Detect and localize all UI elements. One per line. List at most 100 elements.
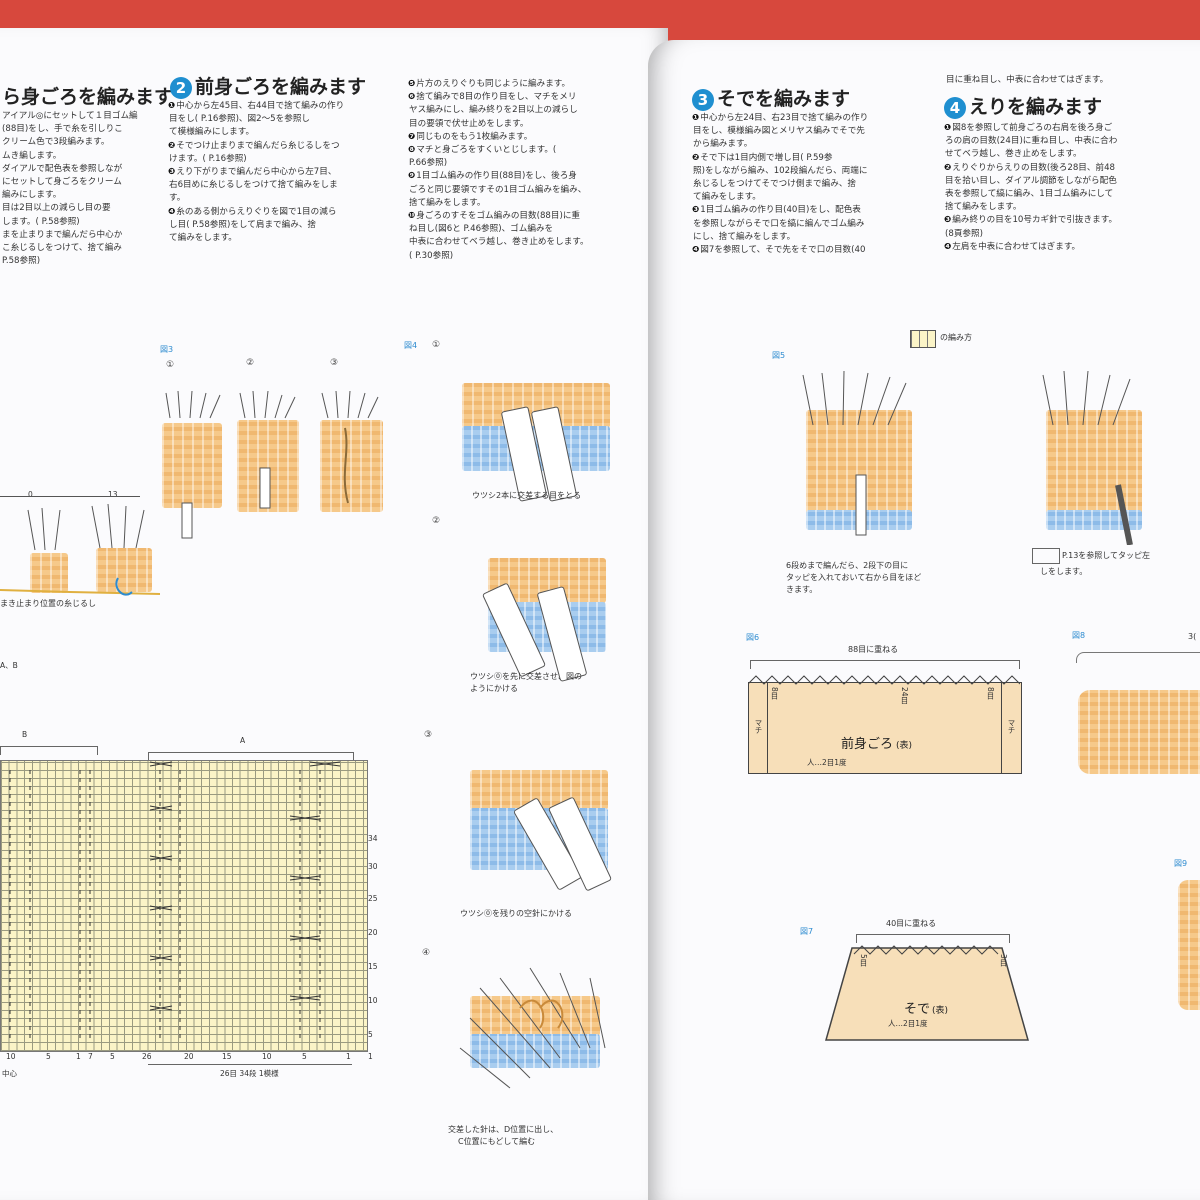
chart-col-num: 5 <box>46 1052 51 1061</box>
chart-col-num: 7 <box>88 1052 93 1061</box>
chart-symbols <box>9 761 341 1040</box>
fig-left-num-0: 0 <box>28 490 33 499</box>
step-line: こ糸じるしをつけて、捨て編み <box>2 243 122 254</box>
sleeve-diagram <box>825 945 1029 1041</box>
fig8-bracket <box>1076 652 1200 663</box>
fig8-label: 図8 <box>1072 631 1086 640</box>
step-line: ❼同じものをもう1枚編みます。 <box>408 131 533 142</box>
knit-swatch <box>1078 690 1200 774</box>
knit-swatch <box>470 996 600 1036</box>
step-line: ❸えり下がりまで編んだら中心から左7目、 <box>168 167 337 178</box>
fig3-sub-2: ② <box>246 358 255 368</box>
fig3-sub-3: ③ <box>330 358 339 368</box>
chart-col-num: 26 <box>142 1052 152 1061</box>
chart-col-num: 10 <box>262 1052 272 1061</box>
step-line: ろの肩の目数(24目)に重ね目し、中表に合わ <box>945 136 1118 147</box>
fig7-mark: 5目 <box>859 954 868 967</box>
section-heading-text: そでを編みます <box>717 88 851 110</box>
step-line: ❹左肩を中表に合わせてはぎます。 <box>944 241 1081 252</box>
step-line: にし、捨て編みをします。 <box>693 231 796 242</box>
step-line: 捨て編みをします。 <box>945 202 1022 213</box>
fig6-stitch-row <box>748 675 1020 685</box>
fig6-bottom: 人…2目1度 <box>807 758 847 767</box>
fig5-caption-3: きます。 <box>786 585 818 594</box>
step-line: し目( P.58参照)をして肩まで編み、捨 <box>169 219 317 230</box>
step-line: ❻捨て編みで8目の作り目をし、マチをメリ <box>408 92 577 103</box>
step-line: ムき編します。 <box>2 150 62 161</box>
step-line: (8頁参照) <box>945 228 983 239</box>
section-number-badge: 3 <box>692 88 714 111</box>
step-line: て編みをします。 <box>693 192 761 203</box>
step-line: 目を拾い目し、ダイアル調節をしながら配色 <box>945 175 1117 186</box>
chart-section-b: B <box>22 730 28 739</box>
knit-swatch <box>320 420 383 512</box>
step-line: ( P.30参照) <box>409 250 454 261</box>
chart-row-5: 5 <box>368 1030 373 1039</box>
fig3-sub-1: ① <box>166 360 175 370</box>
fig6-label: 図6 <box>746 633 760 642</box>
fig4-caption-1: ウツシ2本に交差する目をとる <box>472 491 582 500</box>
fig5-label: 図5 <box>772 351 786 360</box>
step-line: 目をし( P.16参照)、図2〜5を参照し <box>169 114 311 125</box>
chart-row-10: 10 <box>368 996 378 1005</box>
fig5-caption-2: タッピを入れておいて右から目をほど <box>786 573 922 582</box>
chart-section-a-bracket <box>148 752 354 761</box>
legend-swatch <box>910 330 936 348</box>
section-heading-back-body: ら身ごろを編みます <box>2 86 174 108</box>
knit-swatch-blue <box>1046 510 1142 530</box>
divider-line <box>767 683 769 773</box>
section-number-badge: 4 <box>944 96 966 119</box>
fig9-label: 図9 <box>1174 859 1188 868</box>
fig7-bottom: 人…2目1度 <box>888 1019 928 1028</box>
fig6-left-side: マチ <box>754 719 763 734</box>
fig-left-num-13: 13 <box>108 490 118 499</box>
fig8-side-num: 3( <box>1188 632 1197 641</box>
col2-steps: ❶中心から左45目、右44目で捨て編みの作り 目をし( P.16参照)、図2〜5… <box>168 100 344 245</box>
col1-steps: ❶中心から左24目、右23目で捨て編みの作り 目をし、模様編み図とメリヤス編みで… <box>692 112 868 257</box>
step-line: ❹糸のある側からえりぐりを図で1目の減ら <box>168 206 337 217</box>
page-ref-icon <box>1032 548 1060 564</box>
step-line: 照)をしながら編み、102段編んだら、両端に <box>693 165 868 176</box>
step-line: ヤス編みにし、編み終りを2目以上の減らし <box>409 105 578 116</box>
chart-row-25: 25 <box>368 894 378 903</box>
step-line: (88目)をし、手で糸を引しりこ <box>2 124 123 135</box>
fig7-top-bracket <box>856 934 1010 943</box>
fig5b-caption-1: P.13を参照してタッピ左 <box>1062 551 1151 560</box>
step-line: ❾1目ゴム編みの作り目(88目)をし、後ろ身 <box>408 171 577 182</box>
step-line: ね目し(図6と P.46参照)、ゴム編みを <box>409 224 554 235</box>
fig-left-needles <box>0 503 160 596</box>
fig5-caption-1: 6段めまで編んだら、2段下の目に <box>786 561 909 570</box>
fig7-mark: 3目 <box>999 954 1008 967</box>
step-line: 中表に合わせてベラ越し、巻き止めをします。 <box>409 237 589 248</box>
knit-swatch <box>1046 410 1142 520</box>
fig3-label: 図3 <box>160 345 174 354</box>
fig4-sub-2: ② <box>432 516 441 526</box>
front-body-diagram: マチ マチ 前身ごろ(表) 人…2目1度 8目 24目 8目 <box>748 682 1022 774</box>
step-line: 糸じるしをつけてそでつけ側まで編み、捨 <box>693 179 857 190</box>
step-line: にセットして身ごろをクリーム <box>2 177 122 188</box>
fig7-center: そで(表) <box>904 1002 949 1017</box>
step-line: から編みます。 <box>693 139 753 150</box>
chart-section-b-bracket <box>0 746 98 755</box>
knit-swatch <box>96 548 152 592</box>
chart-row-30: 30 <box>368 862 378 871</box>
fig4-needles <box>459 967 606 1089</box>
step-line: けます。( P.16参照) <box>169 153 247 164</box>
knit-swatch <box>30 553 68 593</box>
fig6-top-bracket <box>750 660 1020 669</box>
chart-col-num: 5 <box>110 1052 115 1061</box>
knit-pattern-chart <box>0 760 368 1052</box>
fig4-caption-2a: ウツシ⓪を先に交差させ、図の <box>470 672 582 681</box>
chart-row-34: 34 <box>368 834 378 843</box>
step-line: クリーム色で3段編みます。 <box>2 137 110 148</box>
fig7-top-label: 40目に重ねる <box>886 919 937 928</box>
chart-row-1: 1 <box>368 1052 373 1061</box>
step-line: P.58参照) <box>2 256 41 267</box>
chart-col-num: 10 <box>6 1052 16 1061</box>
step-line: 編みにします。 <box>2 190 62 201</box>
fig5-needles <box>802 370 1133 545</box>
step-line: 表を参照して縞に編み、1目ゴム編みにして <box>945 189 1114 200</box>
fig4-sub-1: ① <box>432 340 441 350</box>
